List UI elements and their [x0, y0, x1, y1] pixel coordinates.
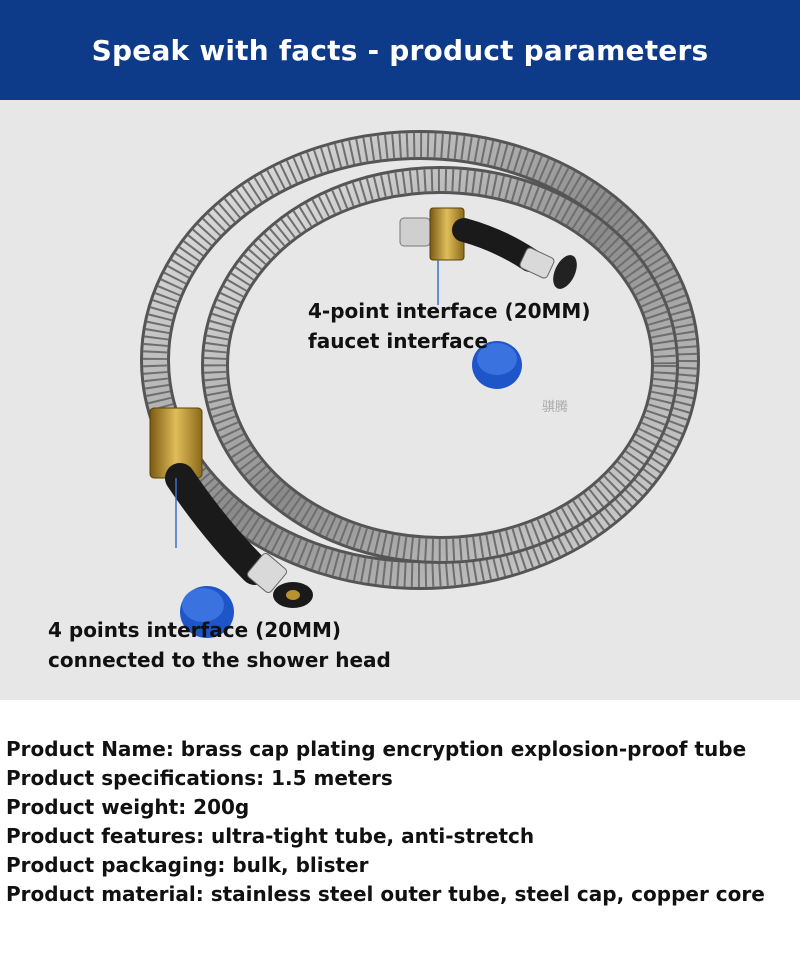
spec-product-weight: Product weight: 200g [6, 795, 250, 819]
photo-watermark: 骐腾 [542, 400, 569, 415]
spec-product-packaging: Product packaging: bulk, blister [6, 853, 369, 877]
spec-product-features: Product features: ultra-tight tube, anti… [6, 824, 535, 848]
page-header: Speak with facts - product parameters [0, 0, 800, 100]
page-title: Speak with facts - product parameters [91, 33, 709, 67]
spec-product-specifications: Product specifications: 1.5 meters [6, 766, 393, 790]
product-photo: 4-point interface (20MM) faucet interfac… [0, 100, 800, 700]
callout-shower-line-2: connected to the shower head [48, 648, 391, 672]
faucet-connector [399, 207, 577, 305]
shower-connector [149, 407, 313, 608]
callout-faucet-interface: 4-point interface (20MM) faucet interfac… [308, 296, 590, 356]
faucet-blue-cap [472, 341, 522, 389]
product-specs: Product Name: brass cap plating encrypti… [6, 735, 765, 909]
hose-illustration [140, 130, 700, 638]
spec-product-name: Product Name: brass cap plating encrypti… [6, 737, 747, 761]
hose-inner-coil [201, 166, 679, 564]
callout-shower-line-1: 4 points interface (20MM) [48, 618, 342, 642]
shower-blue-cap [180, 586, 234, 638]
callout-faucet-line-1: 4-point interface (20MM) [308, 299, 591, 323]
callout-faucet-line-2: faucet interface [308, 329, 489, 353]
callout-shower-interface: 4 points interface (20MM) connected to t… [48, 615, 391, 675]
spec-product-material: Product material: stainless steel outer … [6, 882, 765, 906]
hose-outer-coil [140, 130, 700, 590]
